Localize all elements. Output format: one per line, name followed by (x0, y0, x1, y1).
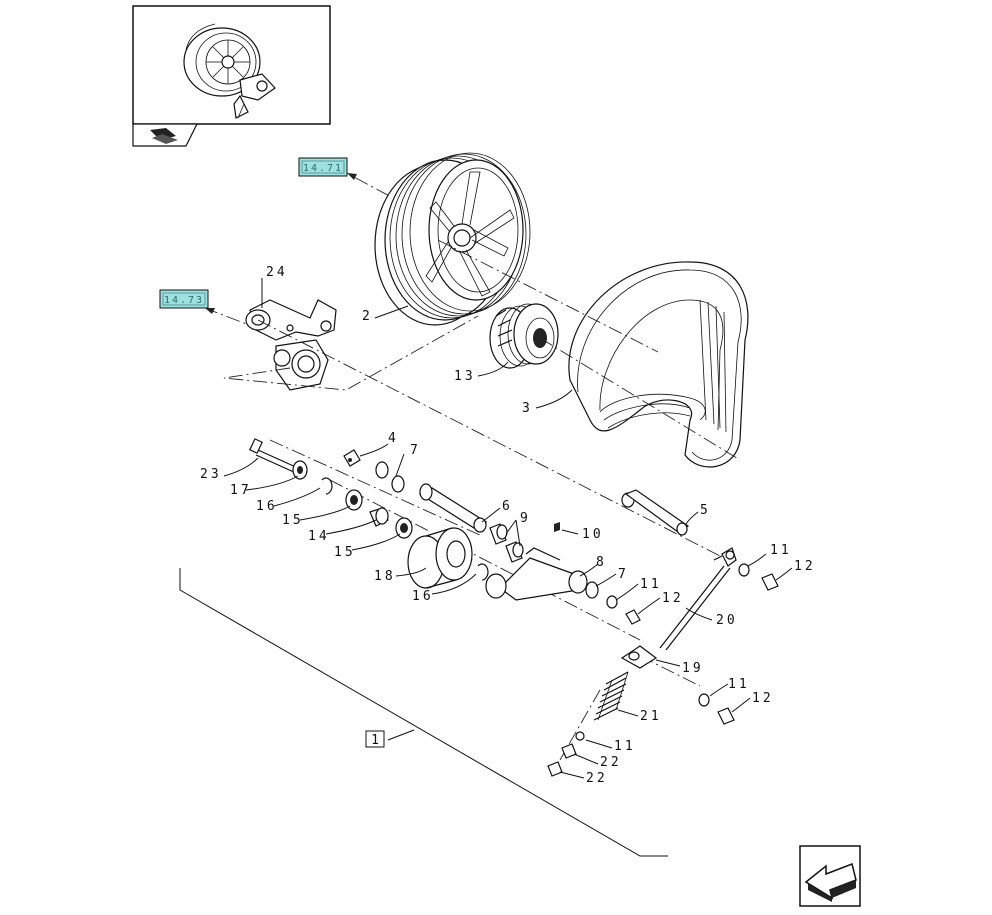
part-label-14: 14 (308, 529, 330, 544)
part-label-17: 17 (230, 483, 252, 498)
bearing-17 (292, 460, 308, 480)
part-label-4: 4 (388, 431, 399, 446)
part-label-23: 23 (200, 467, 222, 482)
part-label-21: 21 (640, 709, 662, 724)
bearing-15 (345, 489, 363, 511)
shaft-6 (418, 483, 488, 533)
washer-11-top (738, 563, 750, 577)
spacer-14 (369, 507, 389, 527)
bolt-12-mid (717, 707, 735, 725)
part-label-19: 19 (682, 661, 704, 676)
tension-rod-20 (659, 547, 737, 651)
nut-22 (561, 743, 577, 759)
part-label-12-third: 12 (752, 691, 774, 706)
part-label-18: 18 (374, 569, 396, 584)
bearing-15-second (395, 517, 413, 539)
washer-11-mid (698, 693, 710, 707)
bushing-9 (489, 523, 508, 545)
reference-label: 14.73 (164, 295, 204, 306)
bolt-23 (249, 438, 299, 474)
part-label-5: 5 (700, 503, 711, 518)
clip-4 (343, 449, 361, 467)
part-label-3: 3 (522, 401, 533, 416)
washer-7 (375, 461, 389, 479)
large-pulley (374, 152, 531, 326)
idler-roller-18 (407, 526, 473, 600)
assembly-label: 1 (371, 733, 379, 748)
bolt-12-top (761, 573, 779, 591)
part-label-15: 15 (282, 513, 304, 528)
washer-7-second (391, 475, 405, 493)
part-label-7-second: 7 (618, 567, 629, 582)
assembly-group-bracket: 1 (179, 568, 668, 857)
part-label-10: 10 (582, 527, 604, 542)
part-label-6: 6 (502, 499, 513, 514)
small-pulley (489, 303, 559, 369)
reference-box-14-71[interactable]: 14.71 (298, 157, 348, 177)
part-label-11-second: 11 (770, 543, 792, 558)
circlip-16 (321, 477, 333, 495)
reference-label: 14.71 (303, 163, 343, 174)
part-label-22-second: 22 (586, 771, 608, 786)
part-label-12-second: 12 (794, 559, 816, 574)
part-label-16: 16 (256, 499, 278, 514)
washer-11-low (575, 731, 585, 741)
part-labels: 24 2 13 3 4 7 23 17 16 15 14 6 9 10 15 1… (200, 265, 816, 786)
reference-box-14-73[interactable]: 14.73 (159, 289, 209, 309)
part-label-16-second: 16 (412, 589, 434, 604)
part-label-11-third: 11 (728, 677, 750, 692)
part-label-11-fourth: 11 (614, 739, 636, 754)
tensioner-bracket (245, 299, 337, 391)
part-label-9: 9 (520, 511, 531, 526)
part-label-15-second: 15 (334, 545, 356, 560)
bolt-12-arm (625, 609, 641, 625)
shaft-5 (621, 489, 690, 536)
drive-belt (568, 261, 749, 468)
leader-lines (223, 278, 793, 779)
part-label-12: 12 (662, 591, 684, 606)
part-label-24: 24 (266, 265, 288, 280)
book-stack-icon[interactable] (132, 123, 198, 147)
circlip-16-second (477, 563, 489, 581)
back-arrow-icon[interactable] (799, 845, 861, 907)
spring-bracket-19 (620, 645, 658, 669)
bushing-9-second (505, 541, 524, 563)
nut-22-second (547, 761, 563, 777)
washer-7-arm (585, 581, 599, 599)
washer-11-arm (606, 595, 618, 609)
part-label-11: 11 (640, 577, 662, 592)
spring-21 (593, 671, 629, 721)
part-label-20: 20 (716, 613, 738, 628)
assembly-thumbnail-icon[interactable] (132, 5, 331, 125)
part-label-8: 8 (596, 555, 607, 570)
part-label-2: 2 (362, 309, 373, 324)
grease-nipple-10 (554, 522, 560, 532)
tensioner-arm-8 (485, 547, 588, 601)
part-label-13: 13 (454, 369, 476, 384)
part-label-22: 22 (600, 755, 622, 770)
part-label-7: 7 (410, 443, 421, 458)
